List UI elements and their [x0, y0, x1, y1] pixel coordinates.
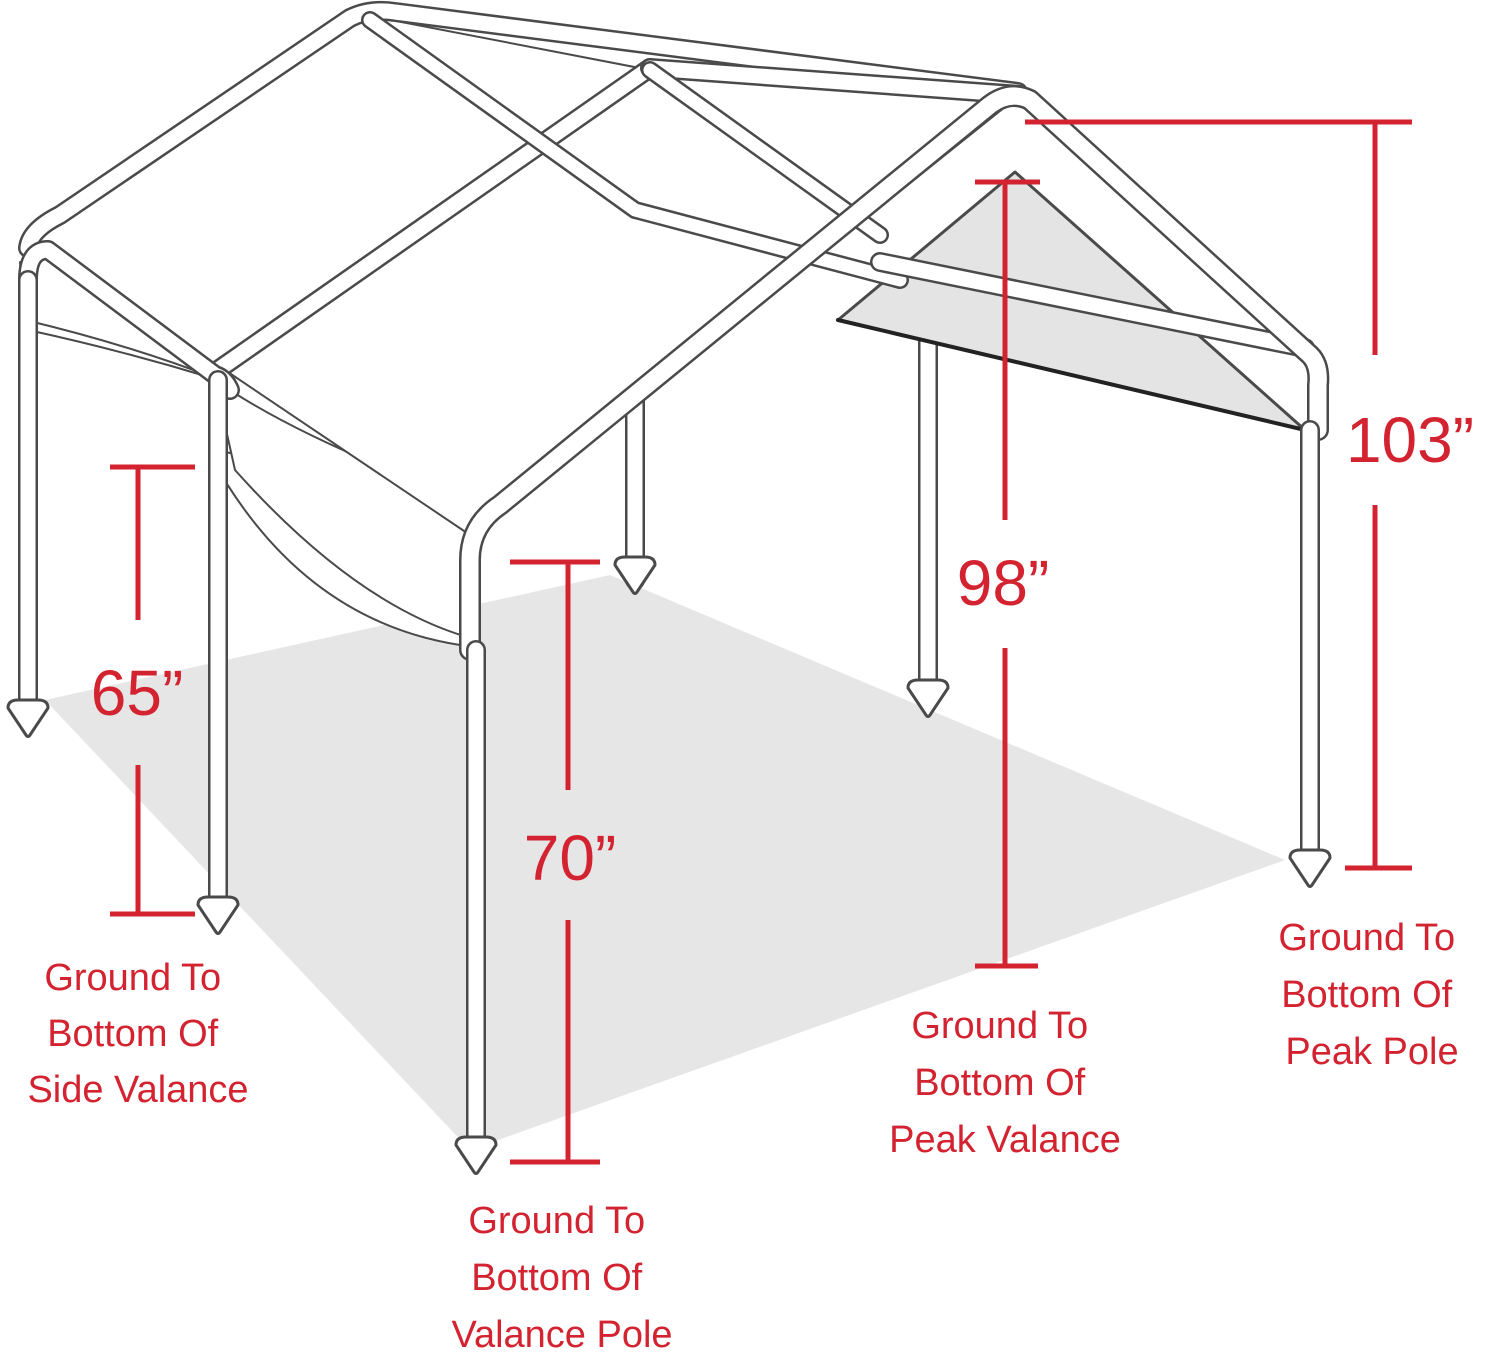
- peak-valance-dimension: 98”: [957, 547, 1050, 619]
- front-legs: [18, 270, 1320, 1150]
- caption-side-valance: Ground To Bottom Of Side Valance: [27, 957, 248, 1111]
- dimension-lines: [110, 119, 1412, 1165]
- peak-pole-dimension: 103”: [1346, 404, 1474, 476]
- valance-pole-dimension: 70”: [524, 822, 617, 894]
- ground-shadow: [45, 575, 1285, 1150]
- side-valance-dimension: 65”: [91, 657, 184, 729]
- caption-valance-pole: Ground To Bottom Of Valance Pole: [451, 1200, 672, 1355]
- dimension-values: 65” 70” 98” 103”: [91, 404, 1474, 894]
- foot-plates: [6, 555, 1332, 1175]
- caption-peak-pole: Ground To Bottom Of Peak Pole: [1278, 917, 1465, 1073]
- caption-peak-valance: Ground To Bottom Of Peak Valance: [889, 1005, 1121, 1161]
- dimension-captions: Ground To Bottom Of Side Valance Ground …: [27, 917, 1465, 1355]
- canopy-frame: [6, 0, 1332, 1175]
